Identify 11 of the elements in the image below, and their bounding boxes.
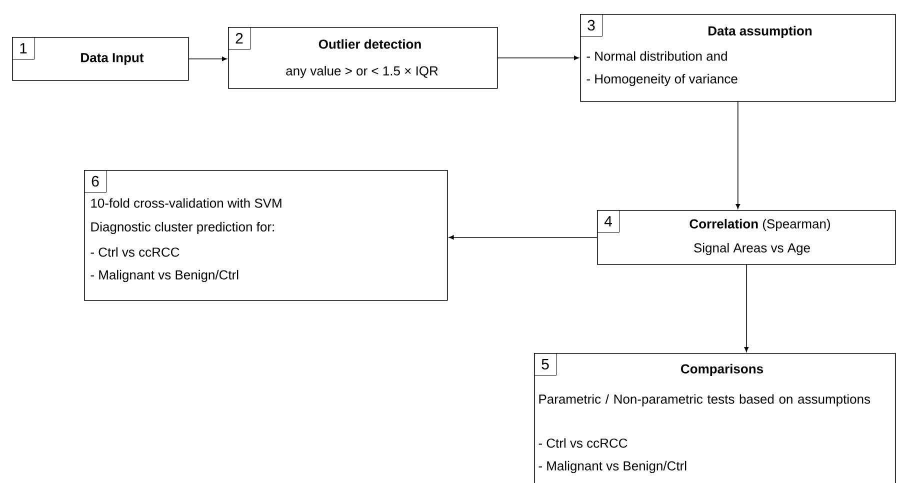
process-box: 1 Data Input xyxy=(12,37,189,81)
arrow xyxy=(497,56,579,60)
arrow xyxy=(744,264,749,352)
process-box: 5 Comparisons Parametric / Non-parametric tests based on assumptions - Ctrl vs ccRCC - Malignant vs Benign/Ctrl xyxy=(534,353,896,483)
arrow xyxy=(736,101,740,209)
process-box: 4 Correlation (Spearman) Signal Areas vs Age xyxy=(597,210,896,265)
arrow xyxy=(188,56,227,62)
process-box: 6 10-fold cross-validation with SVM Diagnostic cluster prediction for: - Ctrl vs ccRCC - Malignant vs Benign/Ctrl xyxy=(84,170,448,301)
process-box: 3 Data assumption - Normal distribution and - Homogeneity of variance xyxy=(580,14,896,102)
process-box: 2 Outlier detection any value > or < 1.5 × IQR xyxy=(228,27,498,89)
arrow xyxy=(448,235,598,240)
